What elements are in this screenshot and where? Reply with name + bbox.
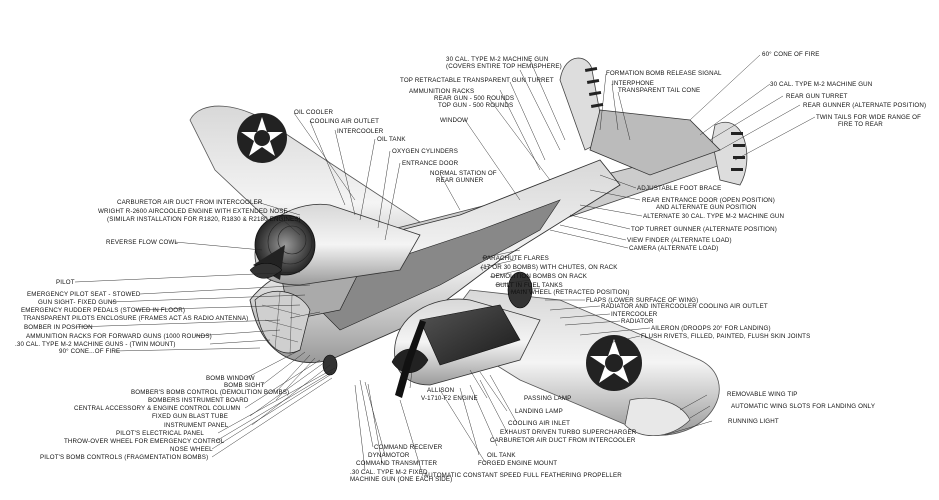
label-aileron: AILERON (DROOPS 20° FOR LANDING) (651, 325, 771, 332)
label-oxygen: OXYGEN CYLINDERS (392, 148, 459, 155)
label-main-wheel: MAIN WHEEL (RETRACTED POSITION) (511, 289, 630, 296)
lower-tail-fin (711, 122, 748, 186)
label-exhaust-turbo: EXHAUST DRIVEN TURBO SUPERCHARGER (500, 429, 637, 436)
label-ammo-forward: AMMUNITION RACKS FOR FORWARD GUNS (1000 … (26, 333, 212, 340)
leader-lines (74, 54, 816, 477)
label-radiator: RADIATOR (621, 318, 654, 325)
label-cone-90: 90° CONE...OF FIRE (59, 348, 121, 355)
label-gun-sight: GUN SIGHT- FIXED GUNS (38, 299, 117, 306)
label-camera: CAMERA (ALTERNATE LOAD) (629, 245, 719, 252)
label-interphone: INTERPHONE (612, 80, 655, 87)
label-cmd-receiver: COMMAND RECEIVER (374, 444, 443, 451)
label-central-accessory: CENTRAL ACCESSORY & ENGINE CONTROL COLUM… (74, 405, 241, 412)
label-wright-1: WRIGHT R-2600 AIRCOOLED ENGINE WITH EXTE… (98, 208, 288, 215)
label-pilot: PILOT (56, 279, 75, 286)
nose-glazing (254, 291, 311, 354)
main-wheel (507, 271, 533, 309)
label-emergency-seat: EMERGENCY PILOT SEAT - STOWED (27, 291, 141, 298)
label-normal-station-2: REAR GUNNER (436, 177, 484, 184)
label-twin-mount: .30 CAL. TYPE M-2 MACHINE GUNS - (TWIN M… (15, 341, 176, 348)
label-running-light: RUNNING LIGHT (728, 418, 779, 425)
label-top-turret: TOP RETRACTABLE TRANSPARENT GUN TURRET (400, 77, 554, 84)
label-ammo-3: TOP GUN - 500 ROUNDS (438, 102, 514, 109)
label-transparent-tail-cone: TRANSPARENT TAIL CONE (618, 87, 701, 94)
label-demo-bombs: (17 OR 30 BOMBS) WITH CHUTES, ON RACK (481, 264, 618, 271)
label-landing-lamp: LANDING LAMP (515, 408, 563, 415)
label-intercooler-top: INTERCOOLER (337, 128, 384, 135)
label-cooling-inlet: COOLING AIR INLET (508, 420, 571, 427)
label-twin-tails-2: FIRE TO REAR (838, 121, 883, 128)
label-wing-slots: AUTOMATIC WING SLOTS FOR LANDING ONLY (731, 403, 876, 410)
label-formation-bomb: FORMATION BOMB RELEASE SIGNAL (606, 70, 722, 77)
label-window: WINDOW (440, 117, 469, 124)
label-cooling-air: COOLING AIR OUTLET (310, 118, 380, 125)
label-mg-rear: 30 CAL. TYPE M-2 MACHINE GUN (770, 81, 873, 88)
label-mg-top-1: 30 CAL. TYPE M-2 MACHINE GUN (446, 56, 549, 63)
label-rear-entrance-2: AND ALTERNATE GUN POSITION (656, 204, 757, 211)
label-rudder-pedals: EMERGENCY RUDDER PEDALS (STOWED IN FLOOR… (21, 307, 186, 314)
lower-inline-engine (419, 304, 521, 366)
label-blast-tube: FIXED GUN BLAST TUBE (152, 413, 229, 420)
label-rear-gunner-alt: REAR GUNNER (ALTERNATE POSITION) (803, 102, 927, 109)
tail-stripes (584, 66, 745, 171)
label-radiator-outlet: RADIATOR AND INTERCOOLER COOLING AIR OUT… (601, 303, 768, 310)
label-instrument-panel: INSTRUMENT PANEL (164, 422, 229, 429)
insignia-right-wing (586, 335, 642, 391)
label-dynamotor: DYNAMOTOR (368, 452, 410, 459)
label-removable-tip: REMOVABLE WING TIP (727, 391, 798, 398)
propeller-blade (395, 360, 412, 398)
label-nose-wheel: NOSE WHEEL (170, 446, 213, 453)
label-cone-60: 60° CONE OF FIRE (762, 51, 820, 58)
label-carb-bottom: CARBURETOR AIR DUCT FROM INTERCOOLER (490, 437, 636, 444)
label-throw-over: THROW-OVER WHEEL FOR EMERGENCY CONTROL (64, 438, 225, 445)
label-carb-top: CARBURETOR AIR DUCT FROM INTERCOOLER (117, 199, 263, 206)
label-entrance-door: ENTRANCE DOOR (402, 160, 459, 167)
label-reverse-flow: REVERSE FLOW COWL (106, 239, 178, 246)
removable-wing-tip-shape (624, 397, 691, 437)
insignia-left-wing (237, 113, 287, 163)
label-oil-tank-bottom: OIL TANK (487, 452, 516, 459)
label-ammo-1: AMMUNITION RACKS (409, 88, 475, 95)
label-bomber-pos: BOMBER IN POSITION (24, 324, 93, 331)
label-demo-bombs-rack: DEMOLITION BOMBS ON RACK (491, 273, 588, 280)
label-parachute: PARACHUTE FLARES (483, 255, 549, 262)
label-rear-turret: REAR GUN TURRET (786, 93, 848, 100)
label-fuel-tanks: BUILT IN FUEL TANKS (496, 282, 563, 289)
label-view-finder: VIEW FINDER (ALTERNATE LOAD) (627, 237, 732, 244)
label-passing-lamp: PASSING LAMP (524, 395, 572, 402)
label-bomb-sight: BOMB SIGHT (224, 382, 265, 389)
label-cmd-transmitter: COMMAND TRANSMITTER (356, 460, 438, 467)
label-prop: AUTOMATIC CONSTANT SPEED FULL FEATHERING… (424, 472, 622, 479)
label-adj-foot: ADJUSTABLE FOOT BRACE (637, 185, 722, 192)
label-fixed-mg-2: MACHINE GUN (ONE EACH SIDE) (350, 476, 453, 483)
label-twin-tails-1: TWIN TAILS FOR WIDE RANGE OF (816, 114, 922, 121)
label-intercooler-r: INTERCOOLER (611, 311, 658, 318)
label-allison-2: V-1710-F2 ENGINE (421, 395, 478, 402)
label-top-turret-gunner: TOP TURRET GUNNER (ALTERNATE POSITION) (631, 226, 777, 233)
label-rear-entrance-1: REAR ENTRANCE DOOR (OPEN POSITION) (642, 197, 775, 204)
label-wright-2: (SIMILAR INSTALLATION FOR R1820, R1830 &… (107, 216, 301, 223)
label-normal-station-1: NORMAL STATION OF (430, 170, 497, 177)
label-alt-mg: ALTERNATE 30 CAL. TYPE M-2 MACHINE GUN (643, 213, 785, 220)
label-fixed-mg-1: .30 CAL. TYPE M-2 FIXED (350, 469, 428, 476)
label-pilots-bomb-controls: PILOT'S BOMB CONTROLS (FRAGMENTATION BOM… (40, 454, 209, 461)
label-flaps: FLAPS (LOWER SURFACE OF WING) (586, 297, 699, 304)
label-oil-cooler: OIL COOLER (294, 109, 334, 116)
label-bomb-window: BOMB WINDOW (206, 375, 255, 382)
label-bombers-bomb-control: BOMBER'S BOMB CONTROL (DEMOLITION BOMBS) (131, 389, 290, 396)
label-allison-1: ALLISON (427, 387, 455, 394)
label-pilots-elec: PILOT'S ELECTRICAL PANEL (116, 430, 204, 437)
label-ammo-2: REAR GUN - 500 ROUNDS (434, 95, 515, 102)
label-forged-mount: FORGED ENGINE MOUNT (478, 460, 558, 467)
label-flush-rivets: FLUSH RIVETS, FILLED, PAINTED, FLUSH SKI… (641, 333, 811, 340)
label-oil-tank-top: OIL TANK (377, 136, 406, 143)
label-pilot-enclosure: TRANSPARENT PILOTS ENCLOSURE (FRAMES ACT… (23, 315, 249, 322)
label-mg-top-2: (COVERS ENTIRE TOP HEMISPHERE) (446, 63, 562, 70)
fuselage-interior (299, 199, 561, 331)
label-bombers-instr: BOMBERS INSTRUMENT BOARD (148, 397, 249, 404)
tail-cone (589, 109, 721, 176)
